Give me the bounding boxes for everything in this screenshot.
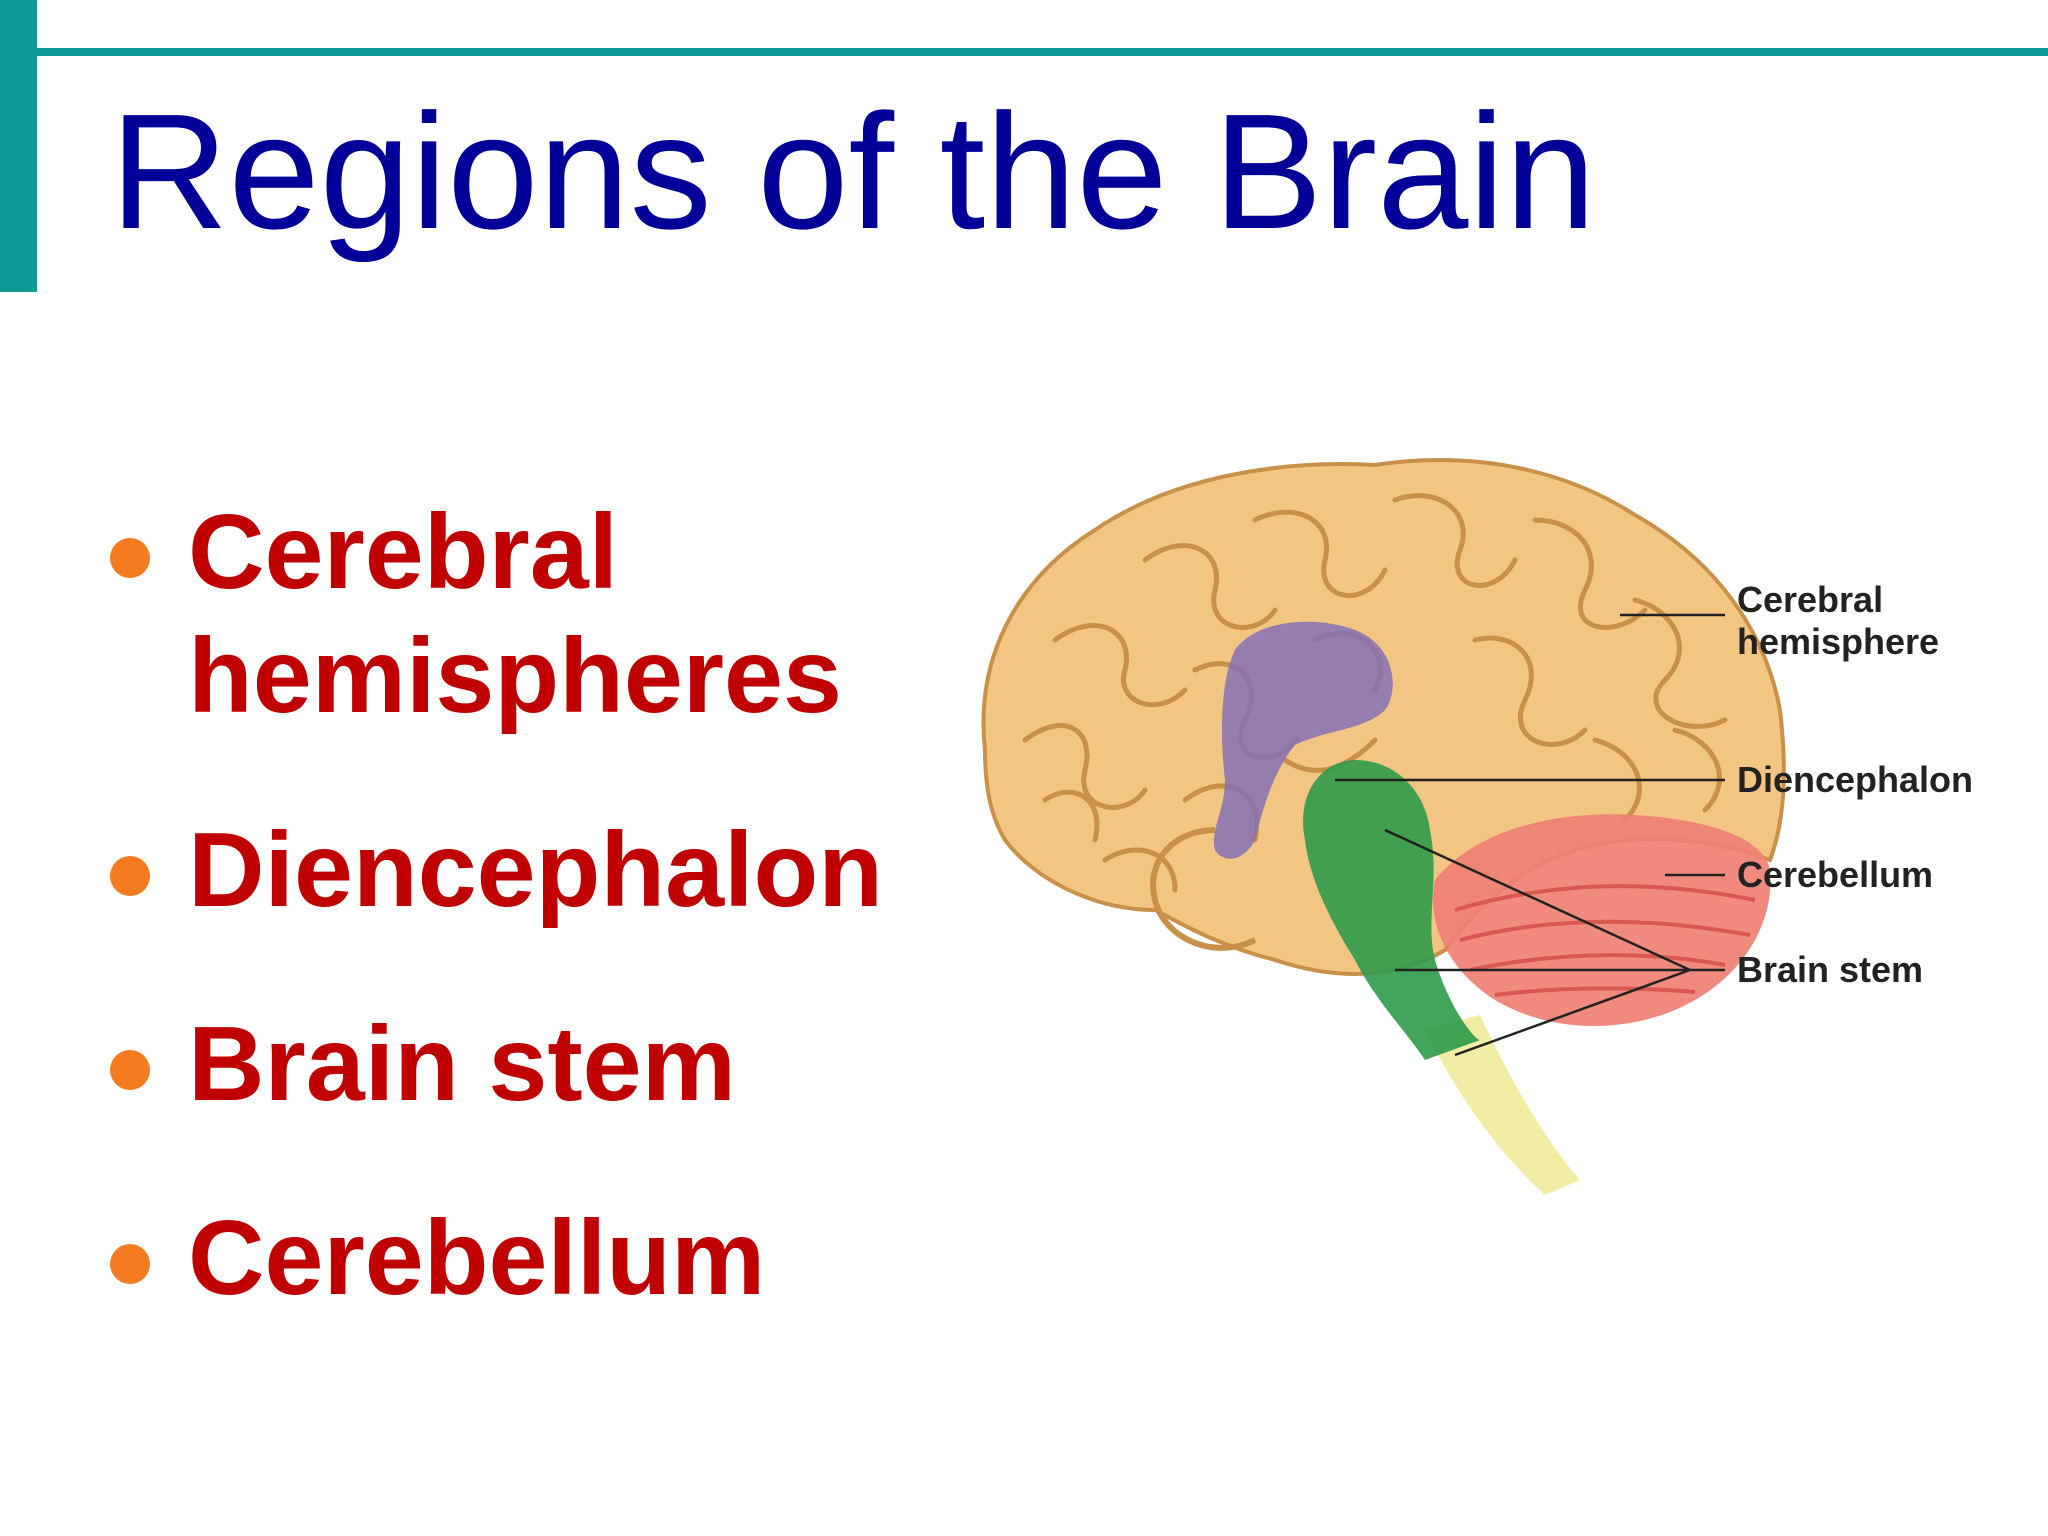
bullet-dot (110, 538, 150, 578)
bullet-text: Diencephalon (188, 811, 884, 929)
leader-line-brain-stem-lower (1454, 968, 1691, 1057)
label-cerebral-hemisphere-line2: hemisphere (1737, 621, 1939, 662)
label-brain-stem: Brain stem (1737, 949, 1923, 990)
diencephalon-region (1213, 621, 1393, 859)
bullet-item-diencephalon: Diencephalon (110, 808, 1010, 932)
leader-lines (1335, 613, 1725, 1057)
accent-bar (0, 0, 37, 292)
label-cerebral-hemisphere-line1: Cerebral (1737, 579, 1883, 620)
bullet-dot (110, 1244, 150, 1284)
slide-title: Regions of the Brain (110, 80, 1597, 263)
bullet-item-brain-stem: Brain stem (110, 1002, 1010, 1126)
leader-line-brain-stem-upper (1384, 828, 1691, 972)
label-cerebellum: Cerebellum (1737, 854, 1933, 895)
brain-stem-region (1303, 760, 1480, 1060)
bullet-text: Brain stem (188, 1005, 736, 1123)
bullet-dot (110, 856, 150, 896)
bullet-dot (110, 1050, 150, 1090)
brain-illustration: Cerebral hemisphere Diencephalon Cerebel… (981, 458, 1973, 1195)
cerebellum-folds (1454, 884, 1756, 997)
brain-diagram: Cerebral hemisphere Diencephalon Cerebel… (955, 440, 2048, 1200)
temporal-lobe-outline (1150, 827, 1257, 951)
bullet-item-cerebellum: Cerebellum (110, 1196, 1010, 1320)
label-diencephalon: Diencephalon (1737, 759, 1973, 800)
accent-rule (37, 48, 2048, 56)
bullet-text: Cerebellum (188, 1199, 766, 1317)
spinal-cord (1425, 1015, 1580, 1195)
